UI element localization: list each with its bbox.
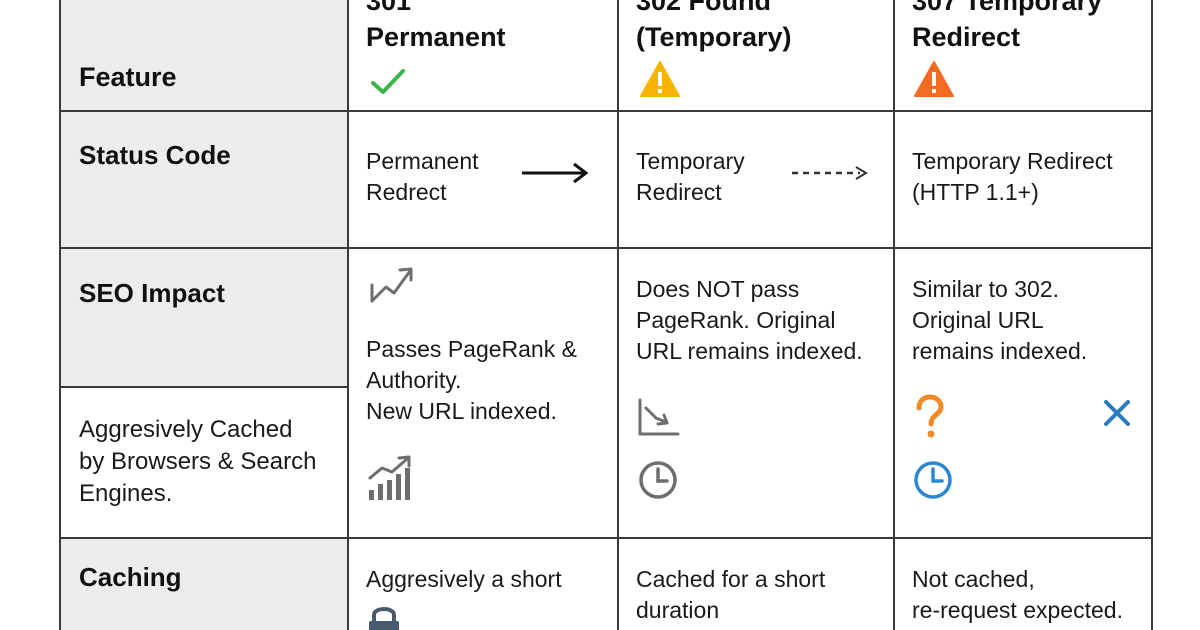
side-note-line3: Engines. <box>79 480 173 507</box>
cache307-line1: Not cached, <box>912 566 1035 592</box>
grid-line-row3 <box>59 537 1153 539</box>
status307-line2: (HTTP 1.1+) <box>912 179 1039 205</box>
status301-line2: Redrect <box>366 179 447 205</box>
arrow-right-icon <box>522 162 589 184</box>
clock-blue-icon <box>914 461 952 499</box>
grid-line-row-sub <box>59 386 348 388</box>
dashed-arrow-icon <box>792 166 868 180</box>
status-code-label: Status Code <box>79 140 231 170</box>
status301-line1: Permanent <box>366 148 479 174</box>
check-icon <box>371 69 405 94</box>
grid-line-row1 <box>59 110 1153 112</box>
warning-orange-icon <box>914 61 954 97</box>
seo-impact-cell-bg <box>60 249 348 386</box>
close-icon <box>1104 400 1130 426</box>
grid-line-left <box>59 0 61 630</box>
seo-impact-label: SEO Impact <box>79 278 225 308</box>
grid-line-col2 <box>617 0 619 630</box>
feature-header: Feature <box>79 62 177 92</box>
col301-header-line1: 301 <box>366 0 412 16</box>
feature-cell-bg <box>60 0 348 110</box>
grid-line-col3 <box>893 0 895 630</box>
lock-icon <box>369 607 399 630</box>
col301-header-line2: Permanent <box>366 22 506 52</box>
cache301-line1: Aggresively a short <box>366 566 562 592</box>
bar-chart-up-icon <box>368 455 411 500</box>
col307-header-line2: Redirect <box>912 22 1021 52</box>
side-note-line1: Aggresively Cached <box>79 416 293 443</box>
seo307-line1: Similar to 302. <box>912 276 1060 302</box>
status-code-cell-bg <box>60 112 348 247</box>
seo302-line2: PageRank. Original <box>636 307 836 333</box>
caching-cell-bg <box>60 539 348 630</box>
caching-label: Caching <box>79 562 182 592</box>
grid-line-row2 <box>59 247 1153 249</box>
cache302-line1: Cached for a short <box>636 566 826 592</box>
seo301-line2: Authority. <box>366 367 462 393</box>
trend-down-icon <box>638 398 680 436</box>
question-icon <box>916 394 944 438</box>
seo307-line2: Original URL <box>912 307 1044 333</box>
col302-header-line2: (Temporary) <box>636 22 792 52</box>
status302-line1: Temporary <box>636 148 745 174</box>
grid-line-right <box>1151 0 1153 630</box>
clock-gray-icon <box>639 461 677 499</box>
warning-yellow-icon <box>640 61 680 97</box>
status307-line1: Temporary Redirect <box>912 148 1113 174</box>
cache307-line2: re-request expected. <box>912 597 1123 623</box>
seo302-line3: URL remains indexed. <box>636 338 863 364</box>
side-note-line2: by Browsers & Search <box>79 448 317 475</box>
status302-line2: Redirect <box>636 179 722 205</box>
trend-up-icon <box>370 267 413 303</box>
seo301-line1: Passes PageRank & <box>366 336 577 362</box>
col302-header-line1: 302 Found <box>636 0 772 16</box>
seo307-line3: remains indexed. <box>912 338 1088 364</box>
seo302-line1: Does NOT pass <box>636 276 800 302</box>
col307-header-line1: 307 Temporary <box>912 0 1103 16</box>
cache302-line2: duration <box>636 597 720 623</box>
seo301-line3: New URL indexed. <box>366 398 557 424</box>
grid-line-col1 <box>347 0 349 630</box>
